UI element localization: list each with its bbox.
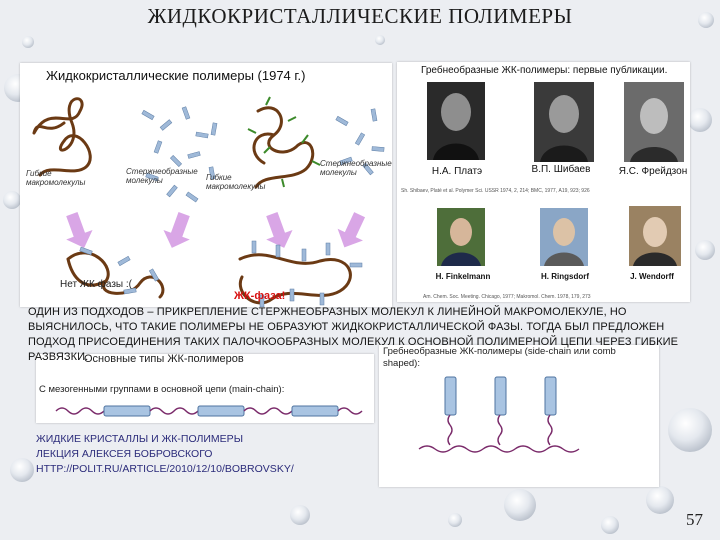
- reference-bottom: Am. Chem. Soc. Meeting. Chicago, 1977; M…: [423, 294, 591, 300]
- main-chain-diagram: [55, 405, 363, 417]
- source-line-title: ЖИДКИЕ КРИСТАЛЛЫ И ЖК-ПОЛИМЕРЫ: [36, 433, 243, 445]
- figure-heading: Основные типы ЖК-полимеров: [84, 354, 244, 365]
- name-wendorff: J. Wendorff: [630, 272, 674, 281]
- portrait-photo: [534, 82, 594, 162]
- rod-molecules: [335, 108, 385, 176]
- name-finkelmann: H. Finkelmann: [435, 272, 491, 281]
- label-rod-molecules: Стержнеобразные молекулы: [320, 159, 392, 177]
- lc-phase-label: ЖК-фаза!: [234, 290, 286, 302]
- source-url-link[interactable]: HTTP://POLIT.RU/ARTICLE/2010/12/10/BOBRO…: [36, 463, 294, 475]
- slide-title: ЖИДКОКРИСТАЛЛИЧЕСКИЕ ПОЛИМЕРЫ: [147, 4, 573, 28]
- polymer-with-rods: [66, 251, 165, 299]
- lc-polymers-figure: Жидкокристаллические полимеры (1974 г.): [20, 63, 392, 307]
- flexible-polymer-coil: [252, 106, 315, 189]
- rod-molecules: [141, 106, 218, 203]
- source-line-author: ЛЕКЦИЯ АЛЕКСЕЯ БОБРОВСКОГО: [36, 448, 213, 460]
- comb-polymers-publications: Гребнеобразные ЖК-полимеры: первые публи…: [397, 62, 690, 302]
- portrait-photo: [437, 208, 485, 266]
- process-arrows: [66, 212, 366, 248]
- name-freidzon: Я.С. Фрейдзон: [618, 166, 688, 177]
- side-groups: [247, 96, 321, 188]
- name-plate: Н.А. Платэ: [431, 166, 483, 177]
- reference-top: Sh. Shibaev, Platé et al. Polymer Sci. U…: [401, 188, 590, 194]
- page-number: 57: [686, 510, 703, 529]
- main-paragraph: ОДИН ИЗ ПОДХОДОВ – ПРИКРЕПЛЕНИЕ СТЕРЖНЕО…: [28, 306, 679, 363]
- main-chain-polymer-figure: Основные типы ЖК-полимеров С мезогенными…: [36, 354, 374, 423]
- side-chain-polymer-figure: Гребнеобразные ЖК-полимеры (side-chain и…: [379, 345, 659, 487]
- polymer-diagram: [32, 96, 385, 307]
- figure-heading: Гребнеобразные ЖК-полимеры: первые публи…: [421, 65, 668, 76]
- comb-polymer-diagram: [418, 376, 580, 453]
- source-block: ЖИДКИЕ КРИСТАЛЛЫ И ЖК-ПОЛИМЕРЫ ЛЕКЦИЯ АЛ…: [36, 432, 294, 477]
- side-chain-caption: Гребнеобразные ЖК-полимеры (side-chain и…: [383, 346, 616, 369]
- main-chain-caption: С мезогенными группами в основной цепи (…: [39, 384, 285, 395]
- name-ringsdorf: H. Ringsdorf: [541, 272, 589, 281]
- figure-heading: Жидкокристаллические полимеры (1974 г.): [46, 68, 306, 83]
- flexible-polymer-coil: [32, 97, 92, 177]
- label-flexible-macromolecules: Гибкие макромолекулы: [26, 169, 86, 187]
- no-lc-phase-label: Нет ЖК фазы :(: [60, 279, 132, 290]
- label-flexible-macromolecules: Гибкие макромолекулы: [206, 173, 266, 191]
- portrait-photo: [624, 82, 684, 162]
- label-rod-molecules: Стержнеобразные молекулы: [126, 167, 198, 185]
- portrait-photo: [427, 82, 485, 160]
- portrait-photo: [629, 206, 681, 266]
- portrait-photo: [540, 208, 588, 266]
- name-shibaev: В.П. Шибаев: [531, 164, 591, 175]
